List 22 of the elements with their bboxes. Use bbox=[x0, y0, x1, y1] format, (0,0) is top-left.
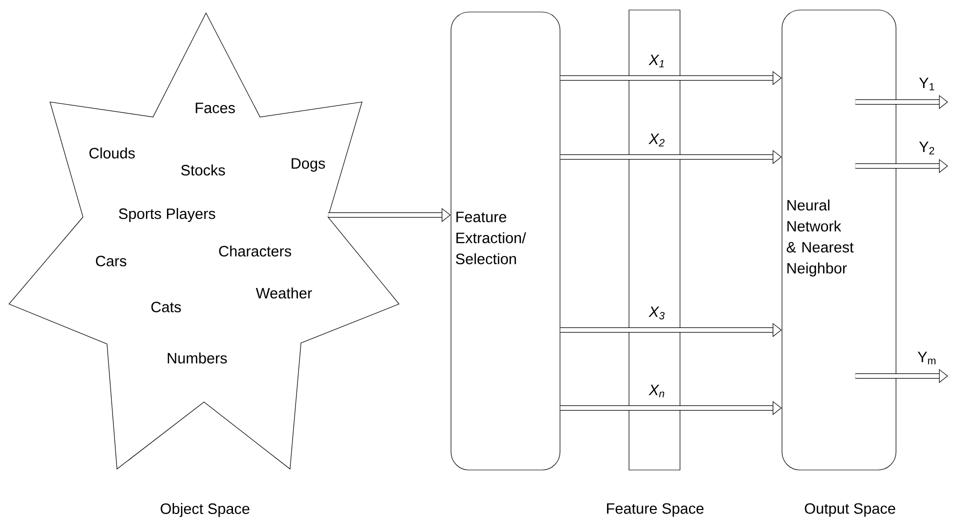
space-caption: Object Space bbox=[160, 503, 250, 517]
edge-label: Y$_{2}$ bbox=[919, 142, 934, 154]
space-caption: Output Space bbox=[804, 503, 896, 517]
star-word: Weather bbox=[256, 288, 312, 298]
rounded-box: Neural Network & Nearest Neighbor bbox=[782, 10, 896, 470]
edge-label: X$_{1}$ bbox=[648, 54, 664, 68]
edge-label: X$_{3}$ bbox=[648, 306, 665, 320]
star-word: Cats bbox=[151, 302, 181, 312]
edge-label: X$_{2}$ bbox=[648, 134, 665, 146]
edge-label: Y$_{m}$ bbox=[918, 352, 936, 364]
star-word: Stocks bbox=[181, 164, 225, 176]
star-word: Cars bbox=[96, 256, 126, 266]
star-word: Dogs bbox=[292, 158, 325, 172]
star-word: Clouds bbox=[89, 148, 135, 158]
edge-label: Y$_{1}$ bbox=[919, 78, 934, 90]
edge-label: X$_{n}$ bbox=[648, 384, 664, 398]
star-word: Faces bbox=[196, 102, 235, 114]
space-caption: Feature Space bbox=[607, 503, 704, 517]
star-word: Numbers bbox=[168, 352, 227, 364]
star-word: Characters bbox=[219, 246, 292, 256]
star-word: Sports Players bbox=[118, 208, 216, 222]
rounded-box: Feature Extraction/ Selection bbox=[450, 12, 560, 470]
